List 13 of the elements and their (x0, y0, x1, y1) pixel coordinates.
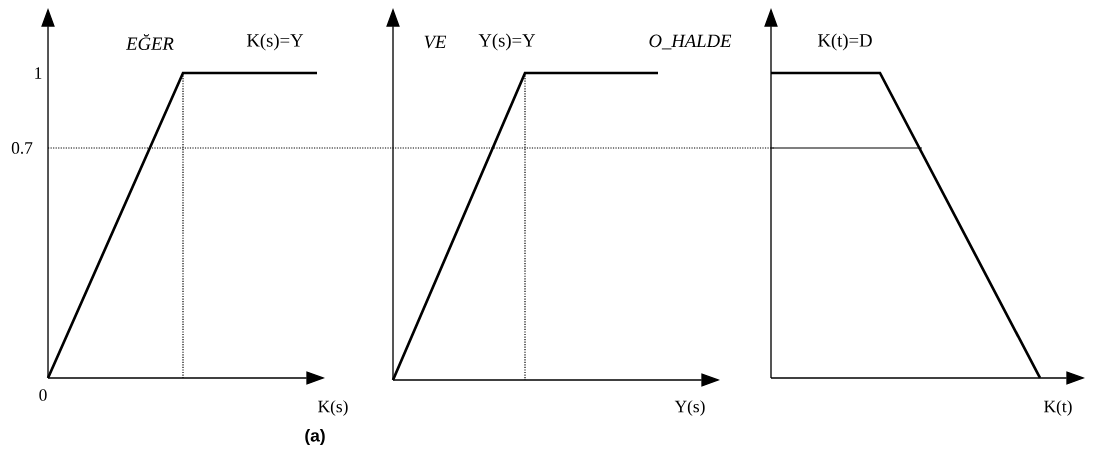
tick-label: 0 (39, 389, 47, 401)
tick-label: 1 (35, 67, 42, 79)
rule-term: Y(s)=Y (478, 33, 536, 51)
axis-label: K(t) (1044, 400, 1072, 416)
tick-label: 0.7 (11, 142, 33, 154)
rule-word: VE (424, 35, 447, 49)
rule-term: K(s)=Y (246, 33, 304, 51)
caption: (a) (305, 428, 325, 446)
rule-word: EĞER (125, 34, 174, 50)
axis-label: Y(s) (674, 400, 705, 416)
rule-word: O_HALDE (649, 34, 732, 50)
axis-label: K(s) (318, 400, 348, 416)
rule-term: K(t)=D (818, 33, 872, 51)
